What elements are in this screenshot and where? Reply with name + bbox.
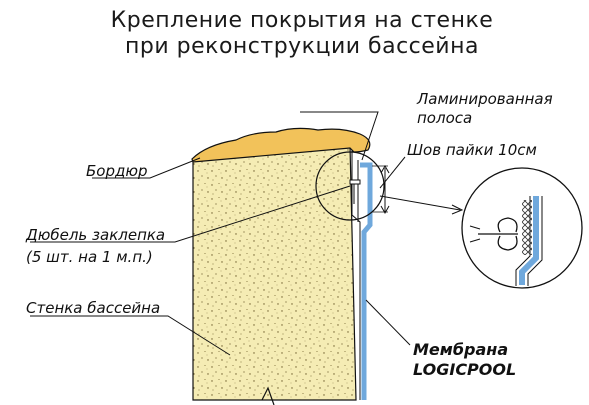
label-dowel-1: Дюбель заклепка (25, 226, 165, 244)
dowel-rivet (349, 179, 361, 185)
label-weld-seam: Шов пайки 10см (407, 141, 537, 159)
detail-leader (379, 195, 461, 211)
label-laminated-strip-2: полоса (417, 109, 472, 127)
label-pool-wall: Стенка бассейна (26, 299, 160, 317)
pool-wall-block (192, 145, 357, 401)
detail-magnified (461, 167, 583, 289)
zoom-circle-small (315, 151, 385, 221)
border-leader (92, 157, 201, 179)
seam-leader (379, 156, 406, 189)
wall-leader (30, 315, 231, 356)
label-membrane-1: Мембрана (413, 340, 508, 359)
label-laminated-strip-1: Ламинированная (416, 90, 553, 108)
label-border: Бордюр (86, 162, 148, 180)
title-line-1: Крепление покрытия на стенке (111, 8, 494, 33)
laminated-strip-leader (300, 111, 379, 161)
label-dowel-2: (5 шт. на 1 м.п.) (26, 248, 153, 266)
break-mark (261, 386, 275, 405)
label-membrane-2: LOGICPOOL (413, 360, 516, 379)
membrane-strip (360, 162, 373, 400)
membrane-leader (365, 299, 411, 346)
title-line-2: при реконструкции бассейна (125, 34, 479, 59)
dowel-leader (30, 185, 351, 243)
